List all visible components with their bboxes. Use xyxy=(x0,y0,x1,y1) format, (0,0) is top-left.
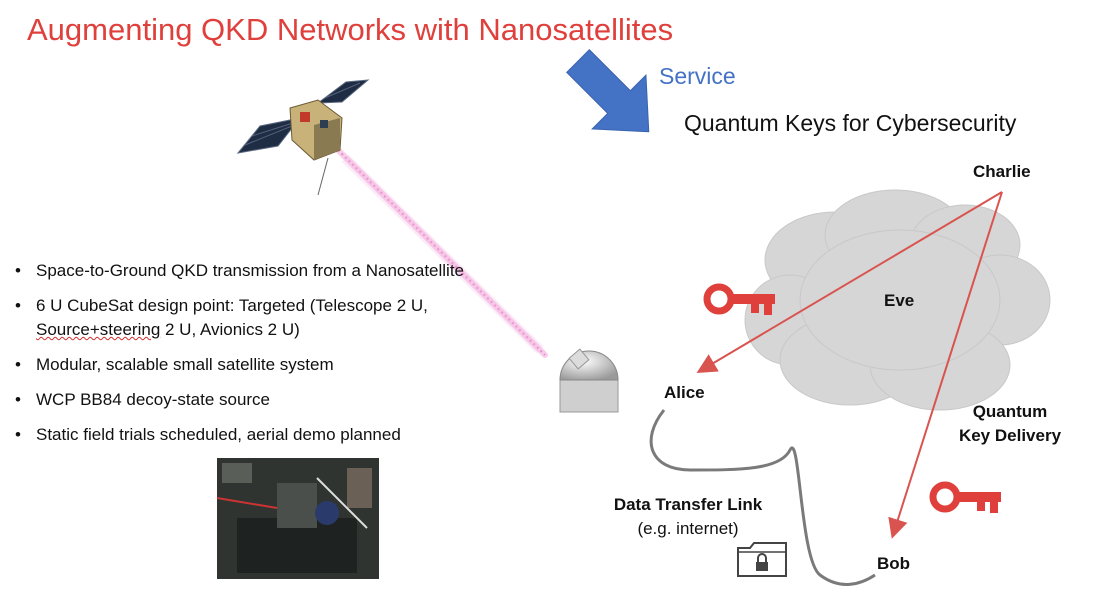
page-title: Augmenting QKD Networks with Nanosatelli… xyxy=(27,12,674,47)
quantum-key-arrows xyxy=(696,191,1003,539)
key-icon xyxy=(703,283,775,315)
list-item: WCP BB84 decoy-state source xyxy=(12,388,572,412)
service-label: Service xyxy=(659,63,736,89)
list-item: Modular, scalable small satellite system xyxy=(12,353,572,377)
subtitle: Quantum Keys for Cybersecurity xyxy=(684,110,1017,136)
locked-folder-icon xyxy=(737,542,787,577)
key-icon xyxy=(929,481,1001,513)
node-eve: Eve xyxy=(884,291,915,310)
list-item: 6 U CubeSat design point: Targeted (Tele… xyxy=(12,294,572,342)
quantum-key-delivery-label: Quantum Key Delivery xyxy=(958,402,1062,445)
node-bob: Bob xyxy=(877,554,911,573)
node-charlie: Charlie xyxy=(973,162,1031,181)
list-item: Static field trials scheduled, aerial de… xyxy=(12,423,572,447)
satellite-icon xyxy=(236,79,370,196)
data-transfer-cable xyxy=(649,409,876,586)
lab-photo xyxy=(217,458,379,579)
service-arrow xyxy=(566,49,650,133)
feature-list: Space-to-Ground QKD transmission from a … xyxy=(12,259,572,458)
data-transfer-link-label: Data Transfer Link (e.g. internet) xyxy=(613,495,763,538)
node-alice: Alice xyxy=(664,383,705,402)
list-item: Space-to-Ground QKD transmission from a … xyxy=(12,259,572,283)
